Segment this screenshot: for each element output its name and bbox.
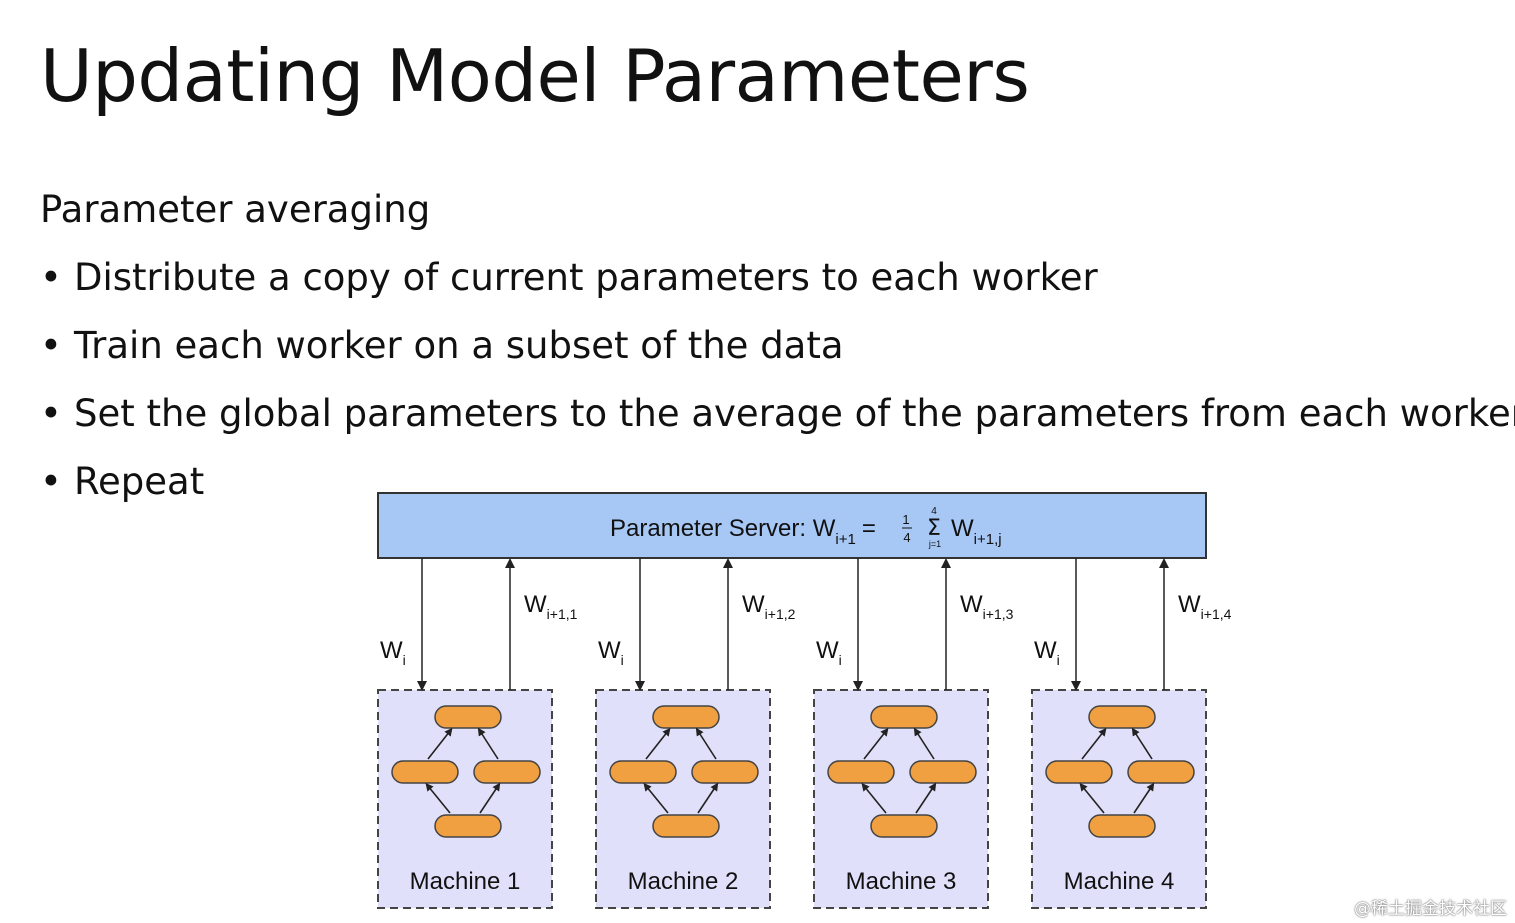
network-edge-arrow-icon	[915, 782, 937, 814]
network-node	[1088, 814, 1156, 838]
bullet-dot-icon: •	[40, 460, 62, 503]
network-node	[391, 760, 459, 784]
bullet-list: •Distribute a copy of current parameters…	[40, 254, 1515, 526]
network-node	[1127, 760, 1195, 784]
network-node	[434, 814, 502, 838]
formula-fraction-numerator: 1	[902, 512, 909, 527]
network-edge-arrow-icon	[425, 782, 451, 814]
machine-label: Machine 3	[846, 868, 957, 895]
network-edge-arrow-icon	[477, 727, 499, 760]
network-node	[870, 705, 938, 729]
bullet-item: •Distribute a copy of current parameters…	[40, 254, 1515, 322]
down-arrow-label: Wi	[1034, 637, 1060, 668]
network-node	[827, 760, 895, 784]
formula-sum-upper: 4	[931, 506, 937, 517]
network-node	[870, 814, 938, 838]
watermark: @稀土掘金技术社区	[1354, 899, 1507, 919]
bullet-item: •Set the global parameters to the averag…	[40, 390, 1515, 458]
network-node	[1088, 705, 1156, 729]
network-node	[652, 705, 720, 729]
down-arrow-label: Wi	[816, 637, 842, 668]
up-arrow-label: Wi+1,4	[1178, 591, 1232, 622]
up-arrow-label: Wi+1,3	[960, 591, 1014, 622]
up-arrow-label: Wi+1,2	[742, 591, 796, 622]
network-edge-arrow-icon	[479, 782, 501, 814]
formula-term: Wi+1,j	[951, 515, 1002, 548]
bullet-item: •Repeat	[40, 458, 1515, 526]
network-edge-arrow-icon	[1081, 727, 1107, 760]
network-edge-arrow-icon	[645, 727, 671, 760]
formula-fraction-denominator: 4	[903, 530, 910, 545]
bullet-dot-icon: •	[40, 324, 62, 367]
down-arrow-label: Wi	[598, 637, 624, 668]
bullet-item: •Train each worker on a subset of the da…	[40, 322, 1515, 390]
formula-sum-lower: j=1	[928, 539, 941, 549]
network-node	[652, 814, 720, 838]
parameter-server-box	[377, 492, 1207, 559]
network-edge-arrow-icon	[1079, 782, 1105, 814]
network-edge-arrow-icon	[863, 727, 889, 760]
machine-label: Machine 2	[628, 868, 739, 895]
network-node	[609, 760, 677, 784]
network-node	[473, 760, 541, 784]
network-node	[909, 760, 977, 784]
network-edge-arrow-icon	[697, 782, 719, 814]
formula-sum-symbol: Σ	[927, 516, 941, 541]
machine-label: Machine 4	[1064, 868, 1175, 895]
network-edge-arrow-icon	[861, 782, 887, 814]
bullet-dot-icon: •	[40, 256, 62, 299]
network-edge-arrow-icon	[695, 727, 717, 760]
slide-title: Updating Model Parameters	[40, 34, 1030, 118]
machine-label: Machine 1	[410, 868, 521, 895]
network-node	[691, 760, 759, 784]
up-arrow-label: Wi+1,1	[524, 591, 578, 622]
network-node	[1045, 760, 1113, 784]
network-edge-arrow-icon	[913, 727, 935, 760]
network-edge-arrow-icon	[427, 727, 453, 760]
slide-subtitle: Parameter averaging	[40, 188, 431, 231]
network-edge-arrow-icon	[1131, 727, 1153, 760]
parameter-server-label: Parameter Server: Wi+1=	[610, 515, 876, 548]
network-edge-arrow-icon	[643, 782, 669, 814]
down-arrow-label: Wi	[380, 637, 406, 668]
network-node	[434, 705, 502, 729]
network-edge-arrow-icon	[1133, 782, 1155, 814]
bullet-dot-icon: •	[40, 392, 62, 435]
